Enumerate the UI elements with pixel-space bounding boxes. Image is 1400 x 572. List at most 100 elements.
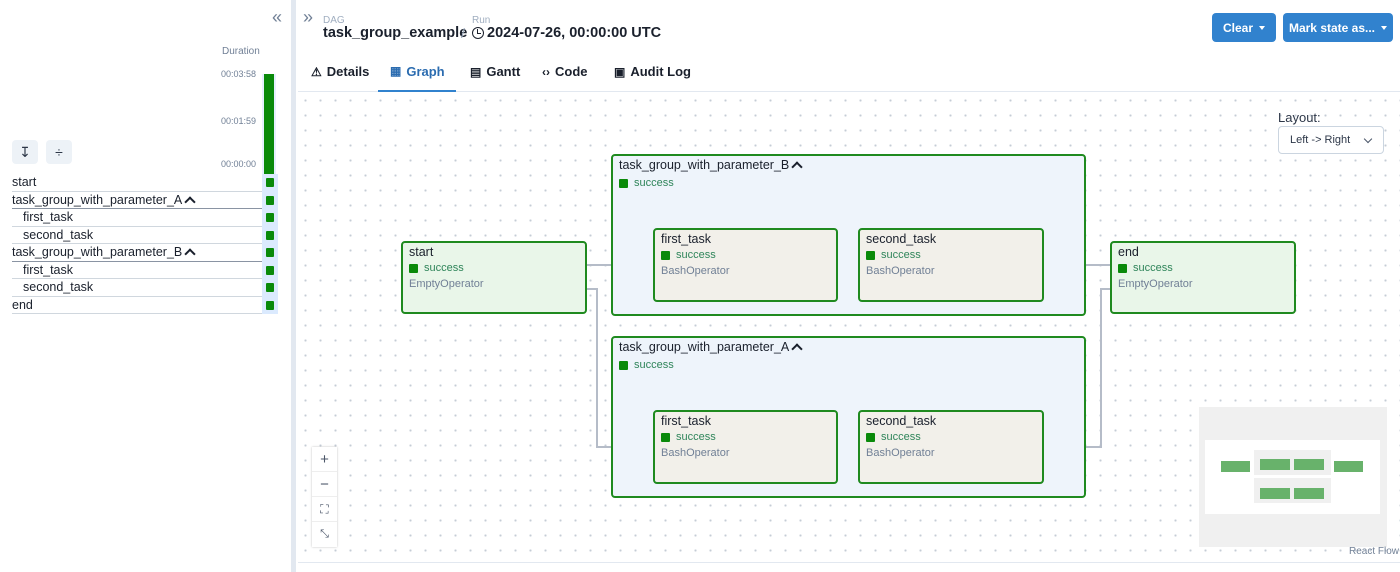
- success-status-icon: [619, 178, 628, 188]
- breadcrumb-run-label: Run: [472, 15, 491, 26]
- clock-icon: [472, 27, 484, 39]
- node-title: second_task: [866, 232, 937, 246]
- collapse-all-button[interactable]: ÷: [46, 140, 72, 164]
- tab-label: Code: [555, 64, 588, 79]
- task-row[interactable]: task_group_with_parameter_B: [12, 244, 278, 262]
- node-status: success: [1118, 262, 1173, 274]
- zoom-controls: + − ⛶ ⤡: [312, 447, 337, 547]
- tab-bar: ⚠Details ▦Graph ▤ Gantt ‹›Code ▣Audit Log: [298, 52, 1400, 92]
- group-title: task_group_with_parameter_A: [619, 340, 803, 355]
- task-instance-cell[interactable]: [262, 191, 278, 209]
- success-status-icon: [866, 432, 875, 442]
- task-instance-cell[interactable]: [262, 209, 278, 227]
- chevron-down-icon: [1381, 25, 1388, 30]
- plus-icon: +: [320, 450, 329, 468]
- mark-state-button[interactable]: Mark state as...: [1283, 13, 1393, 42]
- tab-code[interactable]: ‹›Code: [540, 52, 590, 91]
- clear-button[interactable]: Clear: [1212, 13, 1276, 42]
- task-instance-cell[interactable]: [262, 261, 278, 279]
- duration-bar[interactable]: [264, 74, 274, 174]
- duration-bar-track[interactable]: [262, 74, 276, 174]
- tab-audit-log[interactable]: ▣Audit Log: [612, 52, 693, 91]
- node-status-text: success: [676, 431, 716, 443]
- tab-graph[interactable]: ▦Graph: [378, 52, 456, 92]
- node-first-task-a[interactable]: first_task success BashOperator: [653, 410, 838, 484]
- task-row[interactable]: second_task: [12, 226, 278, 244]
- node-title: first_task: [661, 414, 712, 428]
- node-operator: BashOperator: [866, 447, 935, 459]
- node-status: success: [661, 249, 716, 261]
- task-row[interactable]: task_group_with_parameter_A: [12, 191, 278, 209]
- clear-button-label: Clear: [1222, 20, 1254, 35]
- success-status-icon: [409, 263, 418, 273]
- node-operator: EmptyOperator: [1118, 278, 1193, 290]
- breadcrumb-separator: /: [461, 25, 465, 41]
- node-status-text: success: [424, 262, 464, 274]
- node-status: success: [661, 431, 716, 443]
- success-status-icon: [866, 250, 875, 260]
- duration-label: Duration: [222, 46, 260, 57]
- breadcrumb-dag-name[interactable]: task_group_example: [323, 25, 468, 41]
- node-title: end: [1118, 245, 1139, 259]
- expand-details-icon[interactable]: »: [303, 7, 314, 27]
- task-instance-cell[interactable]: [262, 226, 278, 244]
- task-row[interactable]: first_task: [12, 209, 278, 227]
- node-first-task-b[interactable]: first_task success BashOperator: [653, 228, 838, 302]
- breadcrumb-run-value[interactable]: 2024-07-26, 00:00:00 UTC: [487, 25, 662, 41]
- expand-all-button[interactable]: ↧: [12, 140, 38, 164]
- success-status-icon: [266, 248, 274, 257]
- fullscreen-icon: ⤡: [320, 528, 329, 540]
- zoom-out-button[interactable]: −: [312, 472, 337, 497]
- task-group-label: task_group_with_parameter_B: [12, 244, 196, 261]
- chevron-up-icon[interactable]: [791, 161, 803, 173]
- task-instance-cell[interactable]: [262, 174, 278, 192]
- fullscreen-button[interactable]: ⤡: [312, 522, 337, 547]
- group-title-text: task_group_with_parameter_B: [619, 158, 790, 172]
- tab-label: Details: [326, 64, 370, 79]
- tab-details[interactable]: ⚠Details: [309, 52, 371, 91]
- success-status-icon: [266, 283, 274, 292]
- zoom-in-button[interactable]: +: [312, 447, 337, 472]
- node-start[interactable]: start success EmptyOperator: [401, 241, 587, 314]
- minimap-node: [1294, 488, 1324, 499]
- layout-select[interactable]: Left -> Right: [1278, 126, 1384, 154]
- success-status-icon: [266, 178, 274, 187]
- task-instance-cell[interactable]: [262, 296, 278, 314]
- task-instance-cell[interactable]: [262, 279, 278, 297]
- task-row[interactable]: end: [12, 296, 278, 314]
- collapse-grid-icon[interactable]: «: [272, 7, 283, 27]
- minimap-node: [1221, 461, 1250, 472]
- node-title: start: [409, 245, 434, 259]
- task-row[interactable]: first_task: [12, 261, 278, 279]
- tab-gantt[interactable]: ▤ Gantt: [468, 52, 522, 91]
- gantt-icon: ▤: [470, 64, 482, 79]
- duration-tick-mid: 00:01:59: [221, 116, 257, 126]
- minimap[interactable]: [1199, 407, 1387, 547]
- task-name: task_group_with_parameter_B: [12, 245, 183, 259]
- fit-view-icon: ⛶: [320, 501, 329, 516]
- task-name: first_task: [23, 262, 74, 277]
- chevron-up-icon[interactable]: [791, 343, 803, 355]
- task-name: start: [12, 175, 37, 189]
- node-status-text: success: [1133, 262, 1173, 274]
- tab-label: Gantt: [486, 64, 521, 79]
- panel-resize-handle[interactable]: [291, 0, 296, 572]
- node-second-task-b[interactable]: second_task success BashOperator: [858, 228, 1044, 302]
- task-row[interactable]: second_task: [12, 279, 278, 297]
- task-name: task_group_with_parameter_A: [12, 192, 183, 207]
- task-name: end: [12, 297, 33, 312]
- group-status: success: [619, 359, 674, 371]
- node-second-task-a[interactable]: second_task success BashOperator: [858, 410, 1044, 484]
- task-instance-cell[interactable]: [262, 244, 278, 262]
- node-status-text: success: [881, 431, 921, 443]
- node-status: success: [866, 431, 921, 443]
- react-flow-attribution[interactable]: React Flow: [1349, 546, 1400, 557]
- node-operator: BashOperator: [661, 447, 730, 459]
- node-end[interactable]: end success EmptyOperator: [1110, 241, 1296, 314]
- minimap-viewport[interactable]: [1205, 440, 1380, 514]
- success-status-icon: [661, 250, 670, 260]
- node-operator: BashOperator: [661, 265, 730, 277]
- success-status-icon: [1118, 263, 1127, 273]
- task-row[interactable]: start: [12, 174, 278, 192]
- fit-view-button[interactable]: ⛶: [312, 497, 337, 522]
